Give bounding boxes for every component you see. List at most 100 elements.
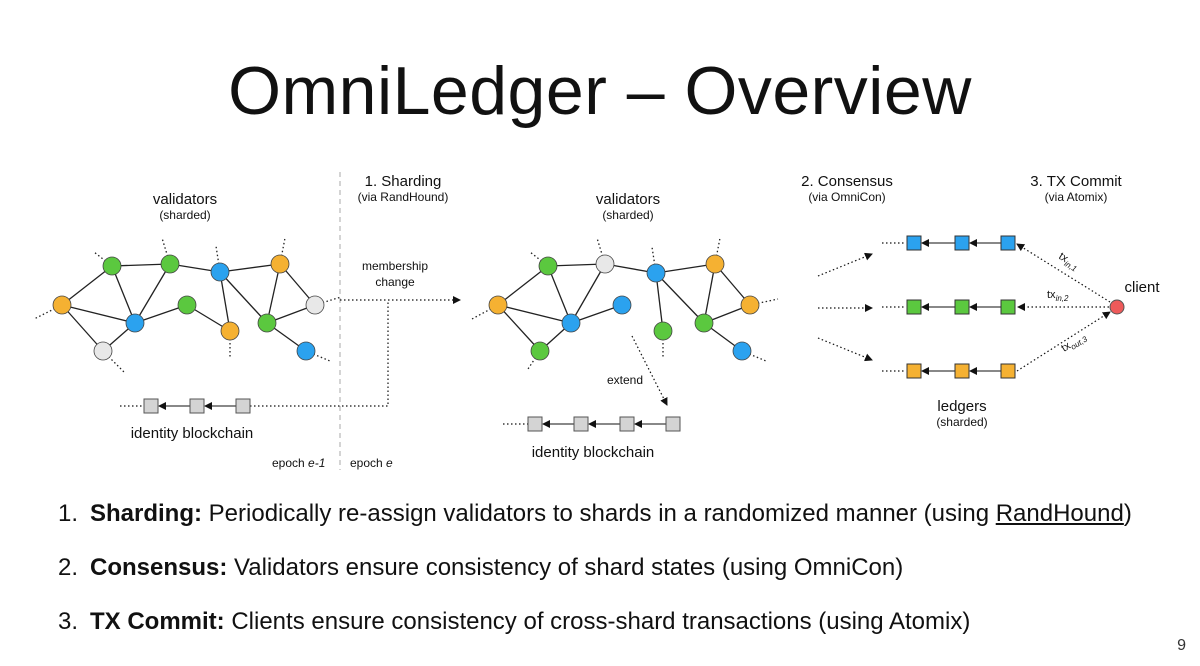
mid-validator-graph [471, 237, 779, 370]
bullet-text: Periodically re-assign validators to sha… [202, 500, 996, 527]
bullet-text: Clients ensure consistency of cross-shar… [224, 608, 971, 635]
step1-title: 1. Sharding [365, 173, 442, 190]
validator-node-green [538, 256, 558, 276]
client-label: client [1124, 279, 1160, 296]
graph-edge [497, 265, 549, 306]
graph-edge [61, 265, 113, 306]
validator-node-green [694, 313, 714, 333]
ledger-block-blue [906, 235, 922, 251]
validator-node-green [257, 313, 277, 333]
tx-label-1: txin,1 [1055, 250, 1081, 273]
validator-node-blue [646, 263, 666, 283]
left-validator-graph [33, 237, 342, 374]
validator-node-blue [125, 313, 145, 333]
block [619, 416, 635, 432]
step3-subtitle: (via Atomix) [1045, 190, 1108, 204]
graph-edge [655, 272, 705, 324]
graph-edge [655, 272, 664, 332]
overview-diagram: validators (sharded) 1. Sharding (via Ra… [33, 172, 1160, 470]
mid-validators-subtitle: (sharded) [602, 208, 653, 222]
bullet-consensus: 2.Consensus: Validators ensure consisten… [58, 554, 904, 581]
validator-node-blue [296, 341, 316, 361]
sharded-ledgers [882, 235, 1016, 379]
ledger-block-orange [906, 363, 922, 379]
step2-subtitle: (via OmniCon) [808, 190, 885, 204]
graph-edge [547, 263, 606, 267]
tx-label-2: txin,2 [1047, 289, 1069, 303]
bullet-list: 1.Sharding: Periodically re-assign valid… [58, 500, 1132, 662]
validator-node-blue [561, 313, 581, 333]
graph-edge [61, 304, 136, 324]
randhound-link[interactable]: RandHound [995, 500, 1124, 527]
validator-node-orange [270, 254, 290, 274]
left-chain-label: identity blockchain [131, 425, 254, 442]
graph-edge [111, 263, 171, 267]
ledger-block-blue [1000, 235, 1016, 251]
graph-edge [547, 265, 572, 324]
mid-chain-label: identity blockchain [532, 444, 655, 461]
left-validators-subtitle: (sharded) [159, 208, 210, 222]
validator-node-blue [210, 262, 230, 282]
mid-identity-blockchain [503, 416, 681, 432]
graph-edge [497, 304, 572, 324]
step1-subtitle: (via RandHound) [358, 190, 449, 204]
membership-change-line1: membership [362, 259, 428, 273]
validator-node-orange [740, 295, 760, 315]
step3-title: 3. TX Commit [1030, 173, 1122, 190]
block [235, 398, 251, 414]
slide-title: OmniLedger – Overview [228, 53, 972, 129]
graph-edge [570, 263, 606, 324]
bullet-term: TX Commit: [90, 608, 225, 635]
validator-node-blue [612, 295, 632, 315]
graph-edge [219, 271, 268, 324]
ledger-block-green [954, 299, 970, 315]
block [665, 416, 681, 432]
left-identity-blockchain [120, 398, 251, 414]
block [189, 398, 205, 414]
graph-edge [219, 263, 281, 273]
consensus-arrow-top [817, 252, 873, 277]
epoch-cur-label: epoch e [350, 456, 393, 470]
chain-to-membership-connector [250, 300, 389, 407]
extend-label: extend [607, 373, 643, 387]
validator-node-orange [488, 295, 508, 315]
validator-node-green [530, 341, 550, 361]
bullet-term: Sharding: [90, 500, 202, 527]
validator-node-gray [93, 341, 113, 361]
graph-edge [497, 304, 541, 352]
ledgers-title: ledgers [937, 398, 986, 415]
block [143, 398, 159, 414]
ledger-block-blue [954, 235, 970, 251]
graph-edge [134, 263, 171, 324]
extend-arrow [631, 335, 668, 406]
validator-node-green [102, 256, 122, 276]
validator-node-orange [705, 254, 725, 274]
page-number: 9 [1177, 637, 1186, 654]
validator-node-green [177, 295, 197, 315]
ledger-block-orange [1000, 363, 1016, 379]
validator-node-blue [732, 341, 752, 361]
graph-edge [703, 263, 716, 324]
graph-edge [219, 271, 231, 332]
block [527, 416, 543, 432]
epoch-prev-label: epoch e-1 [272, 456, 325, 470]
graph-edge [61, 304, 104, 352]
step2-title: 2. Consensus [801, 173, 893, 190]
client-node [1109, 299, 1125, 315]
graph-edge [266, 263, 281, 324]
graph-edge [111, 265, 136, 324]
bullet-text: Validators ensure consistency of shard s… [227, 554, 904, 581]
membership-change-line2: change [375, 275, 415, 289]
ledger-block-orange [954, 363, 970, 379]
validator-node-gray [595, 254, 615, 274]
validator-node-orange [220, 321, 240, 341]
graph-edge [655, 263, 716, 274]
validator-node-green [160, 254, 180, 274]
mid-validators-title: validators [596, 191, 660, 208]
ledger-block-green [906, 299, 922, 315]
left-validators-title: validators [153, 191, 217, 208]
ledger-block-green [1000, 299, 1016, 315]
bullet-tx-commit: 3.TX Commit: Clients ensure consistency … [58, 608, 971, 635]
block [573, 416, 589, 432]
consensus-arrow-bottom [817, 337, 873, 362]
